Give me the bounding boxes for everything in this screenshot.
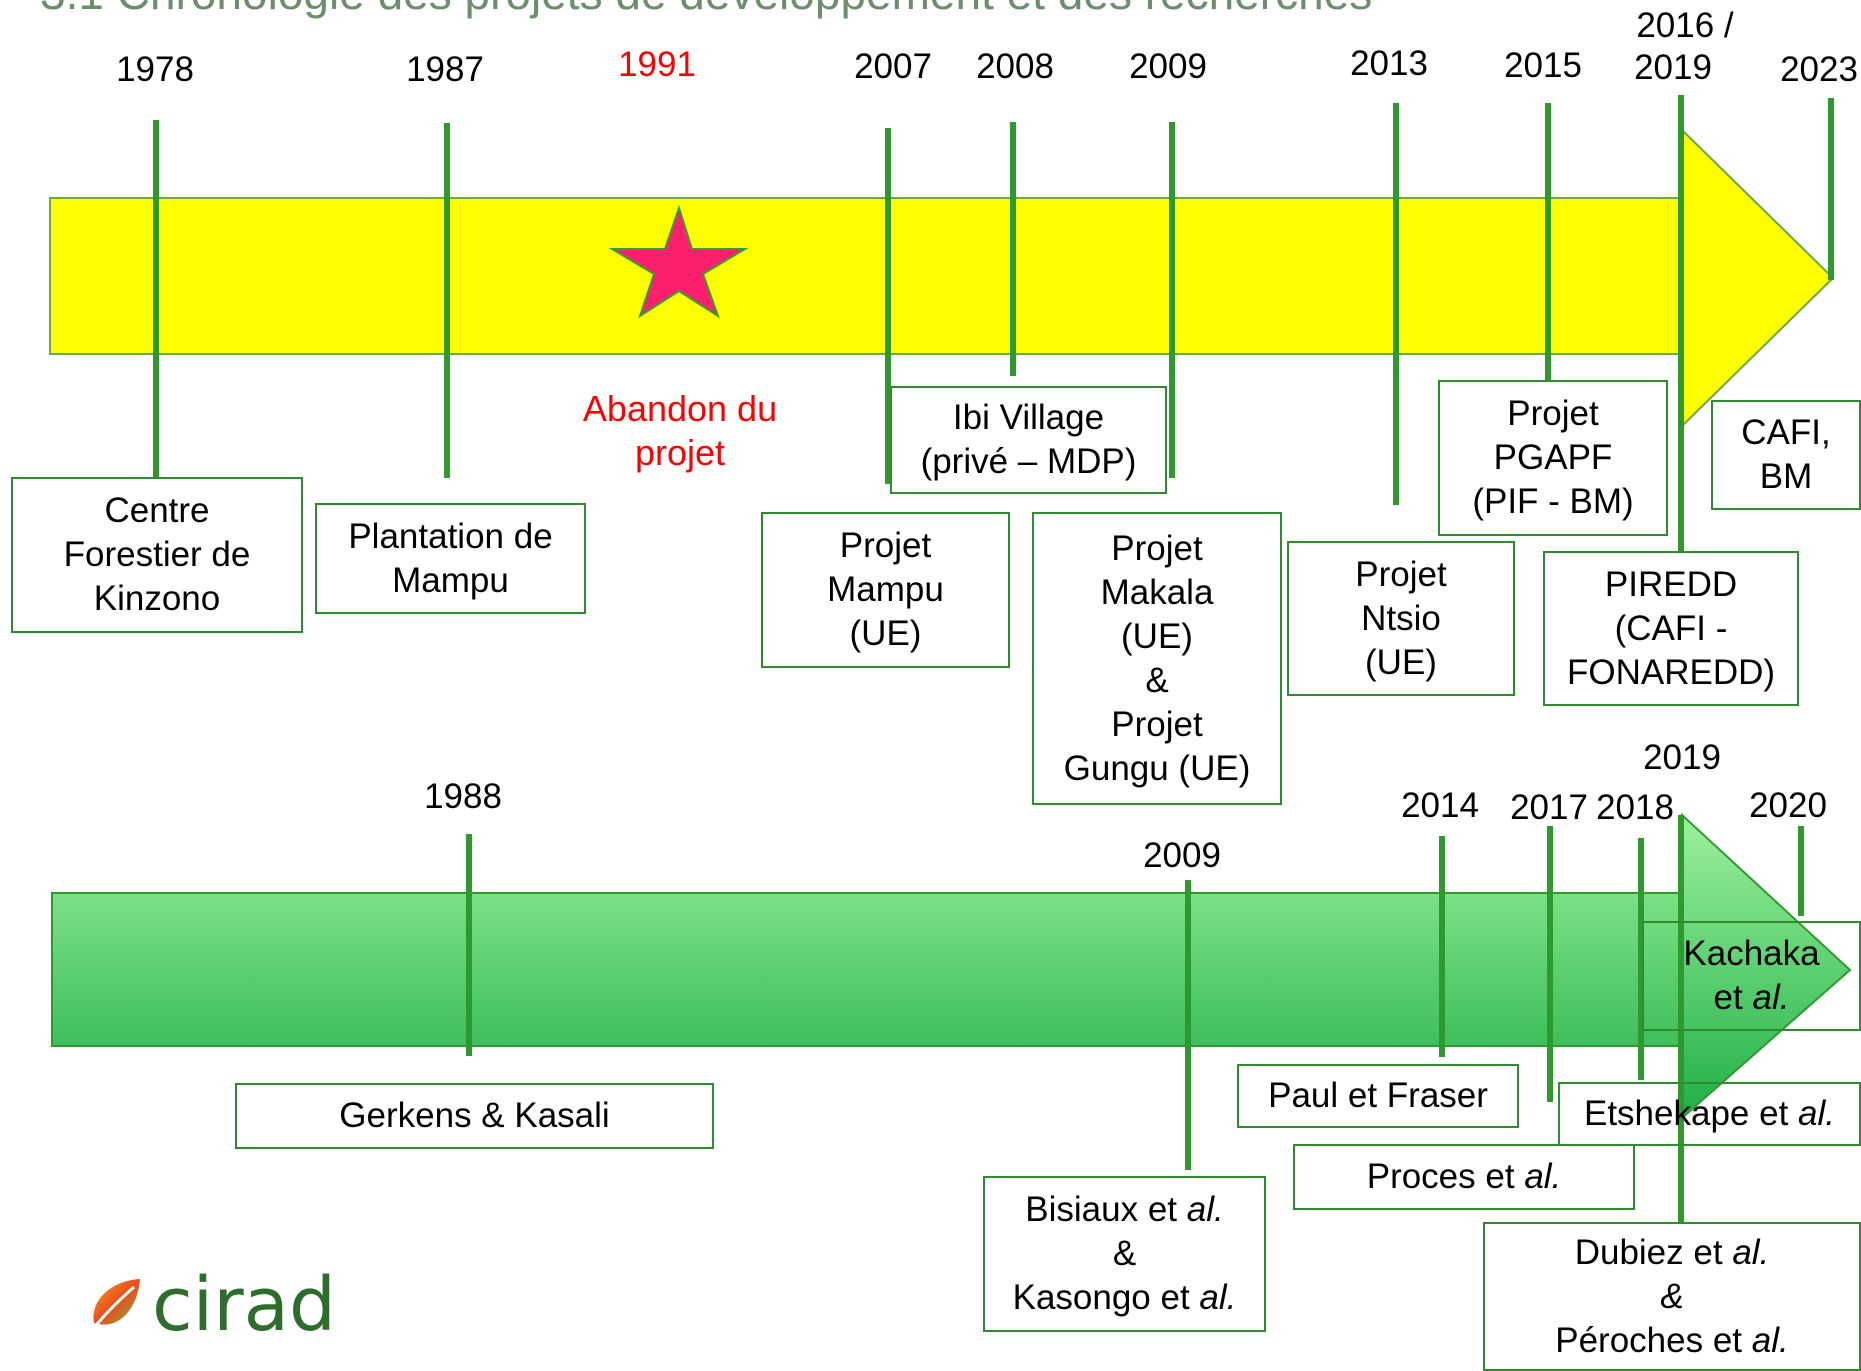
box-line: et al. bbox=[1714, 976, 1790, 1020]
box-centre-forestier-kinzono: Centre Forestier de Kinzono bbox=[11, 477, 303, 633]
box-projet-makala-gungu: Projet Makala (UE) & Projet Gungu (UE) bbox=[1032, 512, 1282, 805]
box-line: CAFI, bbox=[1741, 413, 1831, 452]
box-line: BM bbox=[1759, 457, 1813, 496]
box-line: Kachaka bbox=[1683, 934, 1820, 973]
box-line: Mampu bbox=[392, 560, 509, 600]
year-2015: 2015 bbox=[1504, 46, 1582, 85]
box-bisiaux-kasongo: Bisiaux et al. & Kasongo et al. bbox=[983, 1176, 1266, 1332]
box-line: (PIF - BM) bbox=[1472, 482, 1634, 521]
et-al: al. bbox=[1798, 1094, 1835, 1133]
et-al: al. bbox=[1524, 1157, 1562, 1196]
box-line: (UE) bbox=[1365, 642, 1437, 682]
year-2019-bottom: 2019 bbox=[1643, 738, 1721, 777]
box-line: (CAFI - bbox=[1614, 608, 1728, 648]
box-line: Etshekape et al. bbox=[1584, 1092, 1835, 1136]
box-line: & bbox=[1145, 660, 1169, 700]
box-projet-ntsio: Projet Ntsio (UE) bbox=[1287, 541, 1515, 696]
year-2018: 2018 bbox=[1596, 788, 1674, 827]
bottom-timeline-arrow bbox=[51, 812, 1852, 1121]
author-name: Proces et bbox=[1366, 1157, 1515, 1196]
box-line: (privé – MDP) bbox=[920, 442, 1137, 481]
box-line: PGAPF bbox=[1493, 438, 1613, 477]
box-line: Ibi Village bbox=[952, 398, 1105, 437]
box-line: Proces et al. bbox=[1367, 1155, 1562, 1199]
box-line: Bisiaux et al. bbox=[1025, 1188, 1223, 1232]
year-2008: 2008 bbox=[976, 47, 1054, 86]
year-1988: 1988 bbox=[424, 777, 502, 816]
author-et: et bbox=[1713, 978, 1743, 1017]
box-piredd: PIREDD (CAFI - FONAREDD) bbox=[1543, 551, 1799, 706]
year-2023: 2023 bbox=[1780, 50, 1858, 89]
box-line: Paul et Fraser bbox=[1268, 1076, 1488, 1115]
year-2019-label: 2019 bbox=[1634, 48, 1712, 87]
year-1991: 1991 bbox=[618, 45, 696, 84]
box-line: (UE) bbox=[849, 614, 922, 653]
year-1978: 1978 bbox=[116, 50, 194, 89]
box-ibi-village: Ibi Village (privé – MDP) bbox=[890, 386, 1167, 494]
box-line: FONAREDD) bbox=[1566, 652, 1776, 692]
box-projet-mampu: Projet Mampu (UE) bbox=[761, 512, 1010, 668]
box-line: Makala bbox=[1100, 572, 1214, 612]
box-line: (UE) bbox=[1121, 616, 1193, 656]
author-name: Kasongo et bbox=[1012, 1278, 1190, 1317]
abandon-line-1: Abandon du bbox=[582, 388, 778, 429]
year-2009-bottom: 2009 bbox=[1143, 836, 1221, 875]
author-name: Etshekape et bbox=[1583, 1094, 1789, 1133]
top-marker-lines bbox=[153, 95, 1834, 558]
et-al: al. bbox=[1732, 1232, 1770, 1272]
author-name: Bisiaux et bbox=[1025, 1190, 1178, 1229]
box-etshekape: Etshekape et al. bbox=[1558, 1082, 1861, 1146]
year-2013: 2013 bbox=[1350, 44, 1428, 83]
box-line: Projet bbox=[1355, 554, 1447, 594]
box-line: & bbox=[1112, 1234, 1137, 1273]
box-line: Centre bbox=[104, 491, 210, 530]
abandon-line-2: projet bbox=[634, 432, 726, 473]
box-plantation-mampu: Plantation de Mampu bbox=[315, 503, 586, 614]
logo-text: cirad bbox=[152, 1262, 336, 1348]
box-line: Kinzono bbox=[93, 579, 221, 618]
box-line: Kasongo et al. bbox=[1013, 1276, 1237, 1320]
box-kachaka: Kachaka et al. bbox=[1642, 921, 1861, 1031]
year-2007: 2007 bbox=[854, 47, 932, 86]
cirad-leaf-icon bbox=[88, 1279, 140, 1334]
box-dubiez-peroches: Dubiez et al. & Péroches et al. bbox=[1483, 1222, 1861, 1371]
box-line: Projet bbox=[839, 526, 932, 565]
box-line: Gungu (UE) bbox=[1063, 748, 1251, 788]
et-al: al. bbox=[1186, 1190, 1224, 1229]
year-2020: 2020 bbox=[1749, 786, 1827, 825]
box-proces: Proces et al. bbox=[1293, 1144, 1635, 1210]
box-paul-fraser: Paul et Fraser bbox=[1237, 1064, 1519, 1128]
cirad-logo: cirad bbox=[84, 1268, 336, 1342]
et-al: al. bbox=[1199, 1278, 1237, 1317]
box-line: Projet bbox=[1507, 394, 1599, 433]
box-line: Mampu bbox=[827, 570, 944, 609]
box-line: Forestier de bbox=[63, 535, 251, 574]
year-2016-label: 2016 / bbox=[1636, 6, 1734, 45]
box-line: Péroches et al. bbox=[1555, 1319, 1788, 1363]
box-line: Ntsio bbox=[1361, 598, 1441, 638]
box-cafi-bm: CAFI, BM bbox=[1711, 400, 1861, 510]
year-2017: 2017 bbox=[1510, 788, 1588, 827]
page-title: 3.1 Chronologie des projets de développe… bbox=[40, 0, 1372, 20]
abandon-star-icon bbox=[608, 204, 749, 319]
box-line: Dubiez et al. bbox=[1575, 1231, 1770, 1275]
box-gerkens-kasali: Gerkens & Kasali bbox=[235, 1083, 714, 1149]
box-line: Gerkens & Kasali bbox=[339, 1096, 610, 1135]
author-name: Péroches et bbox=[1555, 1320, 1743, 1360]
bottom-marker-lines bbox=[466, 815, 1804, 1230]
et-al: al. bbox=[1751, 1320, 1789, 1360]
year-2014: 2014 bbox=[1401, 786, 1479, 825]
box-projet-pgapf: Projet PGAPF (PIF - BM) bbox=[1438, 380, 1668, 536]
box-line: PIREDD bbox=[1604, 564, 1738, 604]
abandon-label: Abandon du projet bbox=[560, 387, 800, 475]
box-line: Projet bbox=[1111, 528, 1203, 568]
year-1987: 1987 bbox=[406, 50, 484, 89]
box-line: Plantation de bbox=[348, 516, 553, 556]
box-line: Projet bbox=[1111, 704, 1203, 744]
year-2009: 2009 bbox=[1129, 47, 1207, 86]
et-al: al. bbox=[1752, 978, 1790, 1017]
box-line: & bbox=[1660, 1276, 1684, 1316]
author-name: Dubiez et bbox=[1574, 1232, 1723, 1272]
